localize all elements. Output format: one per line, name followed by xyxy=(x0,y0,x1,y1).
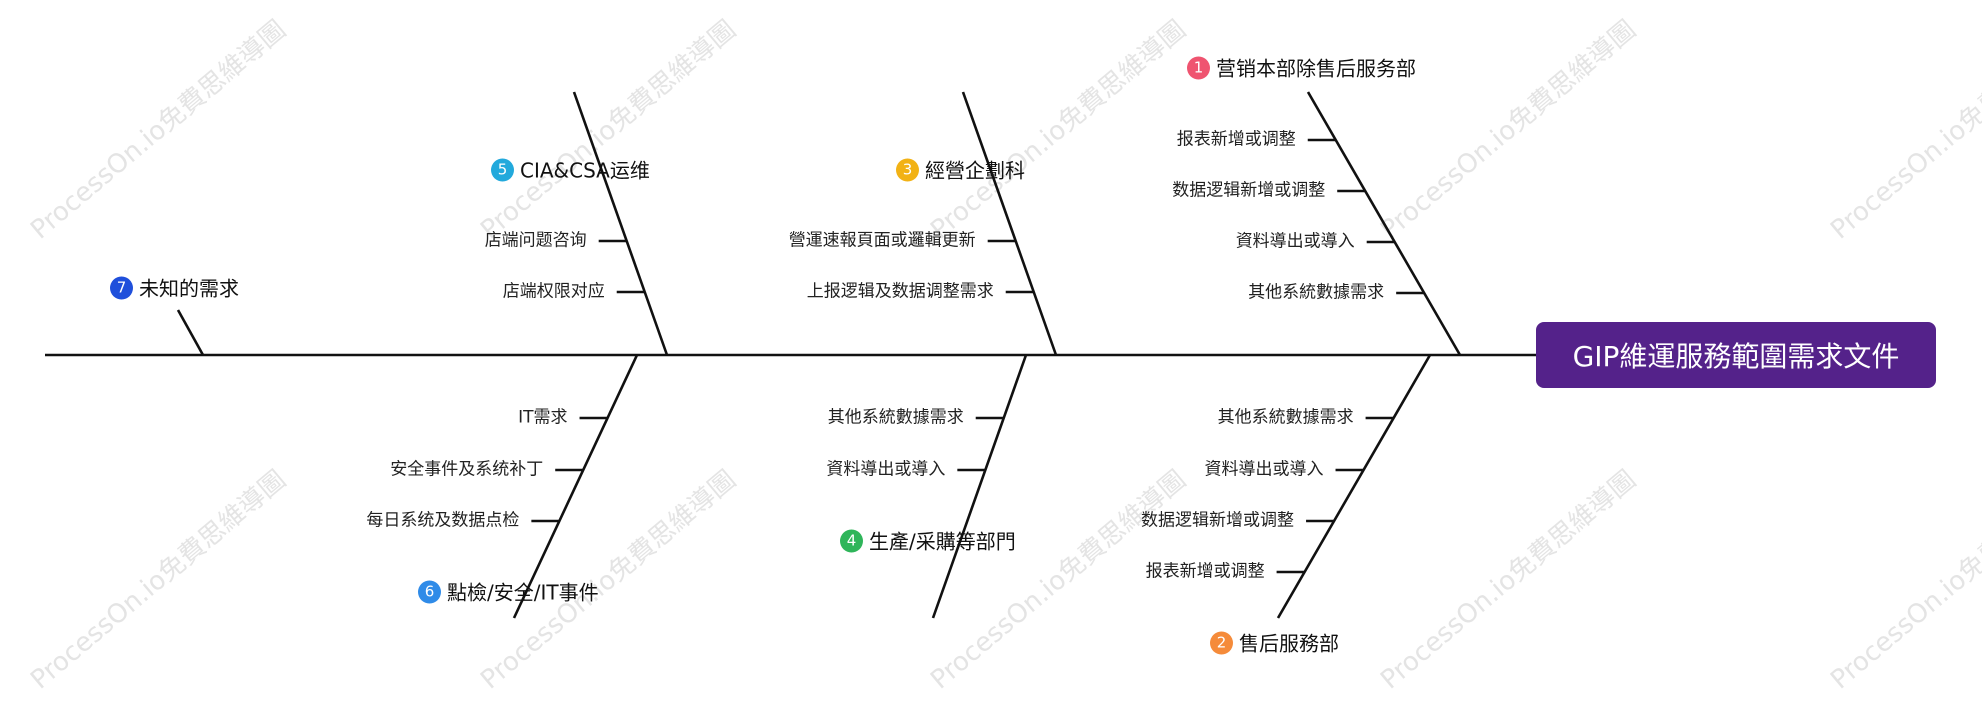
watermark-text: ProcessOn.io免費思維導圖 xyxy=(1375,465,1642,696)
sub-item-3-1[interactable]: 營運速報頁面或邏輯更新 xyxy=(788,230,976,251)
watermark-text: ProcessOn.io免費思維導圖 xyxy=(475,15,742,246)
category-label: 經營企劃科 xyxy=(925,158,1025,182)
sub-item-4-2[interactable]: 資料導出或導入 xyxy=(826,459,946,480)
sub-item-5-1[interactable]: 店端问题咨询 xyxy=(484,230,587,251)
watermark-text: ProcessOn.io免費思維導圖 xyxy=(1375,15,1642,246)
sub-item-6-2[interactable]: 安全事件及系统补丁 xyxy=(390,459,544,480)
sub-item-1-2[interactable]: 数据逻辑新增或调整 xyxy=(1172,180,1326,201)
sub-item-4-1[interactable]: 其他系統數據需求 xyxy=(827,407,964,428)
category-label: 营销本部除售后服务部 xyxy=(1216,56,1416,80)
watermark-text: ProcessOn.io免費思維導圖 xyxy=(25,465,292,696)
sub-item-6-1[interactable]: IT需求 xyxy=(518,407,568,428)
sub-item-5-2[interactable]: 店端权限对应 xyxy=(502,281,605,302)
category-number-badge: 5 xyxy=(491,158,514,182)
category-number-badge: 3 xyxy=(896,158,919,182)
category-number-badge: 2 xyxy=(1210,631,1233,655)
bone-7 xyxy=(176,309,205,356)
sub-item-1-1[interactable]: 报表新增或调整 xyxy=(1176,129,1296,150)
category-number-badge: 4 xyxy=(840,529,863,553)
category-label: 售后服務部 xyxy=(1239,631,1339,655)
sub-item-2-1[interactable]: 其他系統數據需求 xyxy=(1217,407,1354,428)
sub-item-3-2[interactable]: 上报逻辑及数据调整需求 xyxy=(806,281,994,302)
category-number-badge: 1 xyxy=(1187,56,1210,80)
bone-4 xyxy=(931,354,1028,619)
bone-3 xyxy=(961,91,1058,356)
category-label: 未知的需求 xyxy=(139,276,239,300)
category-number-badge: 7 xyxy=(110,276,133,300)
bone-2 xyxy=(1276,354,1432,619)
watermark-text: ProcessOn.io免費思維導圖 xyxy=(1825,465,1982,696)
sub-item-1-3[interactable]: 資料導出或導入 xyxy=(1235,231,1355,252)
category-number-badge: 6 xyxy=(418,580,441,604)
line-layer xyxy=(45,91,1536,619)
category-label: 生產/采購等部門 xyxy=(869,529,1016,553)
watermark-text: ProcessOn.io免費思維導圖 xyxy=(25,15,292,246)
bone-1 xyxy=(1306,91,1462,356)
sub-item-2-2[interactable]: 資料導出或導入 xyxy=(1204,459,1324,480)
sub-item-2-3[interactable]: 数据逻辑新增或调整 xyxy=(1141,510,1295,531)
category-label: CIA&CSA运维 xyxy=(520,158,650,182)
category-label: 點檢/安全/IT事件 xyxy=(447,580,599,604)
watermark-text: ProcessOn.io免費思維導圖 xyxy=(1825,15,1982,246)
bone-6 xyxy=(512,354,639,619)
watermark-text: ProcessOn.io免費思維導圖 xyxy=(925,15,1192,246)
fish-head[interactable]: GIP維運服務範圍需求文件 xyxy=(1536,322,1936,388)
sub-item-6-3[interactable]: 每日系统及数据点检 xyxy=(366,510,520,531)
sub-item-2-4[interactable]: 报表新增或调整 xyxy=(1145,561,1265,582)
sub-item-1-4[interactable]: 其他系統數據需求 xyxy=(1248,282,1385,303)
bone-5 xyxy=(572,91,669,356)
